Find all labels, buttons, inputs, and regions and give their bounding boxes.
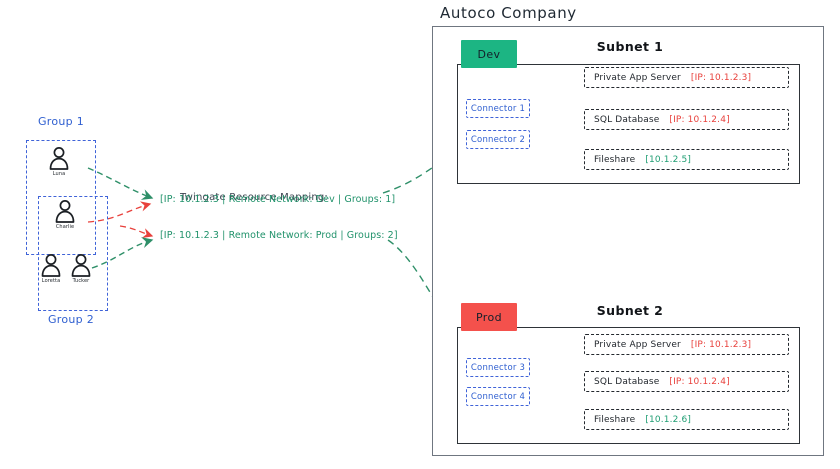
group-1-label: Group 1 xyxy=(37,115,85,128)
person-name: Charlie xyxy=(55,224,75,230)
user-icon xyxy=(71,254,91,277)
group-2-box xyxy=(38,196,108,311)
subnet-1-resource-fileshare[interactable]: Fileshare [10.1.2.5] xyxy=(584,149,789,170)
subnet-1-title: Subnet 1 xyxy=(596,39,664,54)
resource-ip: [10.1.2.6] xyxy=(645,414,692,425)
person-name: Tucker xyxy=(72,278,90,284)
subnet-2-connector-4[interactable]: Connector 4 xyxy=(466,387,530,406)
subnet-1-env-badge: Dev xyxy=(461,40,517,68)
resource-name: Private App Server xyxy=(594,72,681,83)
person-name: Loretta xyxy=(41,278,61,284)
subnet-2-resource-fileshare[interactable]: Fileshare [10.1.2.6] xyxy=(584,409,789,430)
group-2-label: Group 2 xyxy=(47,313,95,326)
resource-name: Private App Server xyxy=(594,339,681,350)
subnet-1-resource-sql-database[interactable]: SQL Database [IP: 10.1.2.4] xyxy=(584,109,789,130)
subnet-1-connector-1[interactable]: Connector 1 xyxy=(466,99,530,118)
subnet-2-connector-3[interactable]: Connector 3 xyxy=(466,358,530,377)
resource-name: Fileshare xyxy=(594,414,636,425)
resource-name: SQL Database xyxy=(594,376,660,387)
resource-ip: [IP: 10.1.2.3] xyxy=(690,72,752,83)
user-icon xyxy=(55,200,75,223)
subnet-2-resource-private-app-server[interactable]: Private App Server [IP: 10.1.2.3] xyxy=(584,334,789,355)
resource-name: SQL Database xyxy=(594,114,660,125)
subnet-1-connector-2[interactable]: Connector 2 xyxy=(466,130,530,149)
person-tucker: Tucker xyxy=(68,252,94,284)
resource-ip: [10.1.2.5] xyxy=(645,154,692,165)
resource-name: Fileshare xyxy=(594,154,636,165)
person-charlie: Charlie xyxy=(52,198,78,230)
resource-ip: [IP: 10.1.2.4] xyxy=(669,376,730,387)
user-icon xyxy=(41,254,61,277)
resource-ip: [IP: 10.1.2.4] xyxy=(669,114,730,125)
edge-charlie-to-prod xyxy=(119,225,154,239)
subnet-2-title: Subnet 2 xyxy=(596,303,664,318)
user-icon xyxy=(49,147,69,170)
subnet-1-resource-private-app-server[interactable]: Private App Server [IP: 10.1.2.3] xyxy=(584,67,789,88)
company-title: Autoco Company xyxy=(440,4,577,22)
person-luna: Luna xyxy=(46,145,72,177)
person-name: Luna xyxy=(52,171,66,177)
mapping-line-dev: [IP: 10.1.2.3 | Remote Network: Dev | Gr… xyxy=(160,194,396,205)
mapping-line-prod: [IP: 10.1.2.3 | Remote Network: Prod | G… xyxy=(160,230,398,241)
subnet-2-env-badge: Prod xyxy=(461,303,517,331)
group-1-box xyxy=(26,140,96,255)
subnet-2-resource-sql-database[interactable]: SQL Database [IP: 10.1.2.4] xyxy=(584,371,789,392)
person-loretta: Loretta xyxy=(38,252,64,284)
resource-ip: [IP: 10.1.2.3] xyxy=(690,339,752,350)
resource-mapping-heading: Twingate Resource Mapping: xyxy=(180,192,328,203)
edge-luna-to-dev xyxy=(87,167,154,200)
